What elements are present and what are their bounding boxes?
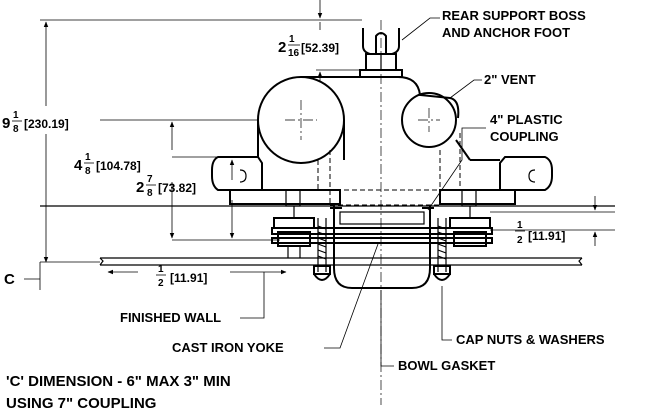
svg-text:2" VENT: 2" VENT [484, 72, 536, 87]
svg-text:1: 1 [158, 264, 164, 275]
svg-text:[104.78]: [104.78] [96, 159, 141, 173]
svg-text:9: 9 [2, 115, 10, 132]
svg-text:16: 16 [288, 48, 300, 59]
svg-text:2: 2 [278, 39, 286, 56]
dim-2-1-16-text: 2 1 16 [52.39] [278, 34, 339, 59]
svg-text:8: 8 [147, 188, 153, 199]
svg-text:[73.82]: [73.82] [158, 181, 196, 195]
svg-text:1: 1 [517, 220, 523, 231]
callout-rear-support: REAR SUPPORT BOSS AND ANCHOR FOOT [401, 8, 586, 41]
svg-text:2: 2 [136, 179, 144, 196]
svg-text:2: 2 [517, 235, 523, 246]
svg-text:C: C [4, 271, 15, 288]
svg-text:1: 1 [13, 110, 19, 121]
c-dimension-note: 'C' DIMENSION - 6" MAX 3" MIN USING 7" C… [6, 373, 231, 412]
rear-support-boss [359, 28, 403, 78]
bowl-gasket-shape [330, 206, 434, 289]
svg-text:8: 8 [85, 166, 91, 177]
cast-iron-yoke [271, 227, 493, 244]
svg-text:1: 1 [85, 152, 91, 163]
svg-text:CAP NUTS & WASHERS: CAP NUTS & WASHERS [456, 332, 605, 347]
svg-text:REAR SUPPORT BOSS: REAR SUPPORT BOSS [442, 8, 586, 23]
callout-plastic-coupling: 4" PLASTIC COUPLING [427, 112, 563, 211]
carrier-body [257, 20, 471, 405]
svg-text:BOWL GASKET: BOWL GASKET [398, 358, 495, 373]
finished-wall-line [99, 257, 583, 266]
svg-text:[11.91]: [11.91] [170, 271, 207, 285]
callout-cap-nuts: CAP NUTS & WASHERS [441, 286, 605, 347]
c-dimension-marker: C [4, 261, 100, 290]
left-stud [273, 189, 315, 258]
svg-text:4" PLASTIC: 4" PLASTIC [490, 112, 563, 127]
callout-vent: 2" VENT [449, 72, 536, 99]
left-foot [211, 156, 341, 205]
callout-bowl-gasket: BOWL GASKET [380, 290, 495, 373]
dim-4-1-8-text: 4 1 8 [104.78] [74, 152, 141, 177]
svg-text:7: 7 [147, 174, 153, 185]
dim-9-1-8-text: 9 1 8 [230.19] [2, 110, 69, 135]
svg-text:4: 4 [74, 157, 83, 174]
svg-text:USING 7" COUPLING: USING 7" COUPLING [6, 395, 156, 412]
callout-cast-iron-yoke: CAST IRON YOKE [172, 243, 379, 355]
dim-half-right-text: 1 2 [11.91] [515, 220, 565, 246]
svg-text:COUPLING: COUPLING [490, 129, 559, 144]
dim-half-left-text: 1 2 [11.91] [156, 264, 207, 289]
svg-text:FINISHED WALL: FINISHED WALL [120, 310, 221, 325]
svg-text:1: 1 [289, 34, 295, 45]
dim-2-7-8-text: 2 7 8 [73.82] [136, 174, 196, 199]
right-foot [439, 156, 553, 205]
svg-text:2: 2 [158, 278, 164, 289]
svg-text:8: 8 [13, 124, 19, 135]
svg-text:[11.91]: [11.91] [528, 229, 565, 243]
svg-text:[230.19]: [230.19] [24, 117, 69, 131]
svg-text:[52.39]: [52.39] [301, 41, 339, 55]
svg-text:AND ANCHOR FOOT: AND ANCHOR FOOT [442, 25, 570, 40]
callout-finished-wall: FINISHED WALL [120, 272, 265, 325]
svg-text:'C' DIMENSION - 6" MAX 3" MIN: 'C' DIMENSION - 6" MAX 3" MIN [6, 373, 231, 390]
svg-text:CAST IRON YOKE: CAST IRON YOKE [172, 340, 284, 355]
